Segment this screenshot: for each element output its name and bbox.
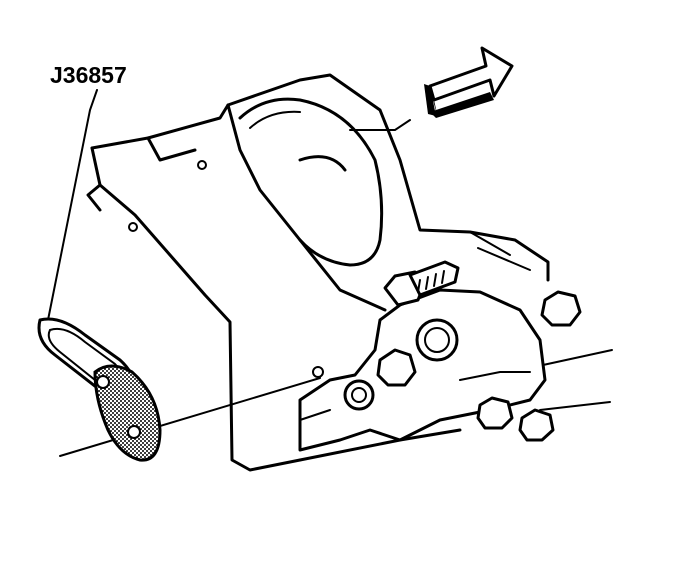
leader-line (47, 89, 98, 321)
reference-line (59, 377, 321, 457)
tool-label: J36857 (50, 62, 127, 88)
injection-pump (298, 260, 582, 452)
tool-icon (37, 317, 162, 462)
engine-block (86, 73, 550, 472)
direction-arrow-icon (424, 46, 514, 118)
